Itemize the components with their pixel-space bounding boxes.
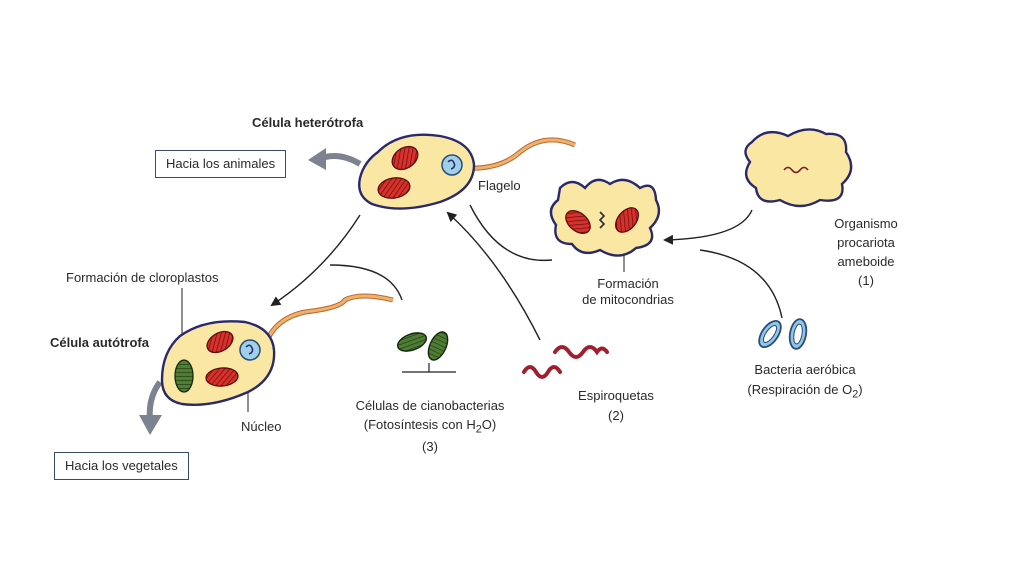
- spirochetes: [522, 345, 609, 379]
- heterotroph-flagellum: [464, 137, 576, 171]
- mitochondrion: [377, 177, 411, 199]
- aerobic-bacteria-label: Bacteria aeróbica (Respiración de O2): [747, 362, 863, 401]
- nucleus-label: Núcleo: [241, 419, 282, 434]
- chloroplast-formation-label: Formación de cloroplastos: [66, 270, 219, 285]
- mitochondria-formation-label: Formación de mitocondrias: [582, 276, 674, 308]
- flagellum-label: Flagelo: [478, 178, 521, 193]
- arrow-bacteria-to-amoeboid: [699, 249, 783, 319]
- mitochondrion: [615, 207, 639, 233]
- autotroph-title: Célula autótrofa: [50, 335, 149, 350]
- mitochondrion: [391, 145, 419, 171]
- heterotroph-title: Célula heterótrofa: [252, 115, 364, 130]
- mitochondrion: [205, 367, 239, 387]
- nucleus: [441, 154, 463, 176]
- to-animals-box: Hacia los animales: [155, 150, 287, 178]
- mitochondrion: [206, 330, 234, 354]
- prokaryote-organism-label: Organismo procariota ameboide (1): [834, 216, 898, 288]
- arrow-to-animals: [308, 148, 362, 170]
- autotroph-cell: [160, 293, 394, 406]
- arrow-cyanobacteria-to-autotroph: [329, 264, 403, 301]
- heterotroph-cell: [358, 133, 576, 210]
- arrow-to-plants: [139, 380, 163, 435]
- to-plants-box: Hacia los vegetales: [54, 452, 189, 480]
- cyanobacteria-label: Células de cianobacterias (Fotosíntesis …: [355, 398, 505, 455]
- arrow-heterotroph-to-autotroph: [270, 214, 361, 307]
- nucleus: [239, 339, 261, 361]
- aerobic-bacteria: [758, 318, 808, 350]
- amoeboid-cell-mitochondria: [549, 178, 661, 257]
- prokaryote-amoeboid: [744, 128, 853, 208]
- spirochetes-label: Espiroquetas (2): [578, 388, 654, 424]
- mitochondrion: [565, 210, 591, 234]
- arrow-spirochetes-to-heterotroph: [446, 211, 541, 341]
- arrow-amoeboid-to-heterotroph: [469, 204, 553, 262]
- chloroplast: [174, 359, 194, 393]
- cyanobacteria-cells: [396, 331, 449, 361]
- arrow-organism-to-amoeboid: [663, 209, 753, 245]
